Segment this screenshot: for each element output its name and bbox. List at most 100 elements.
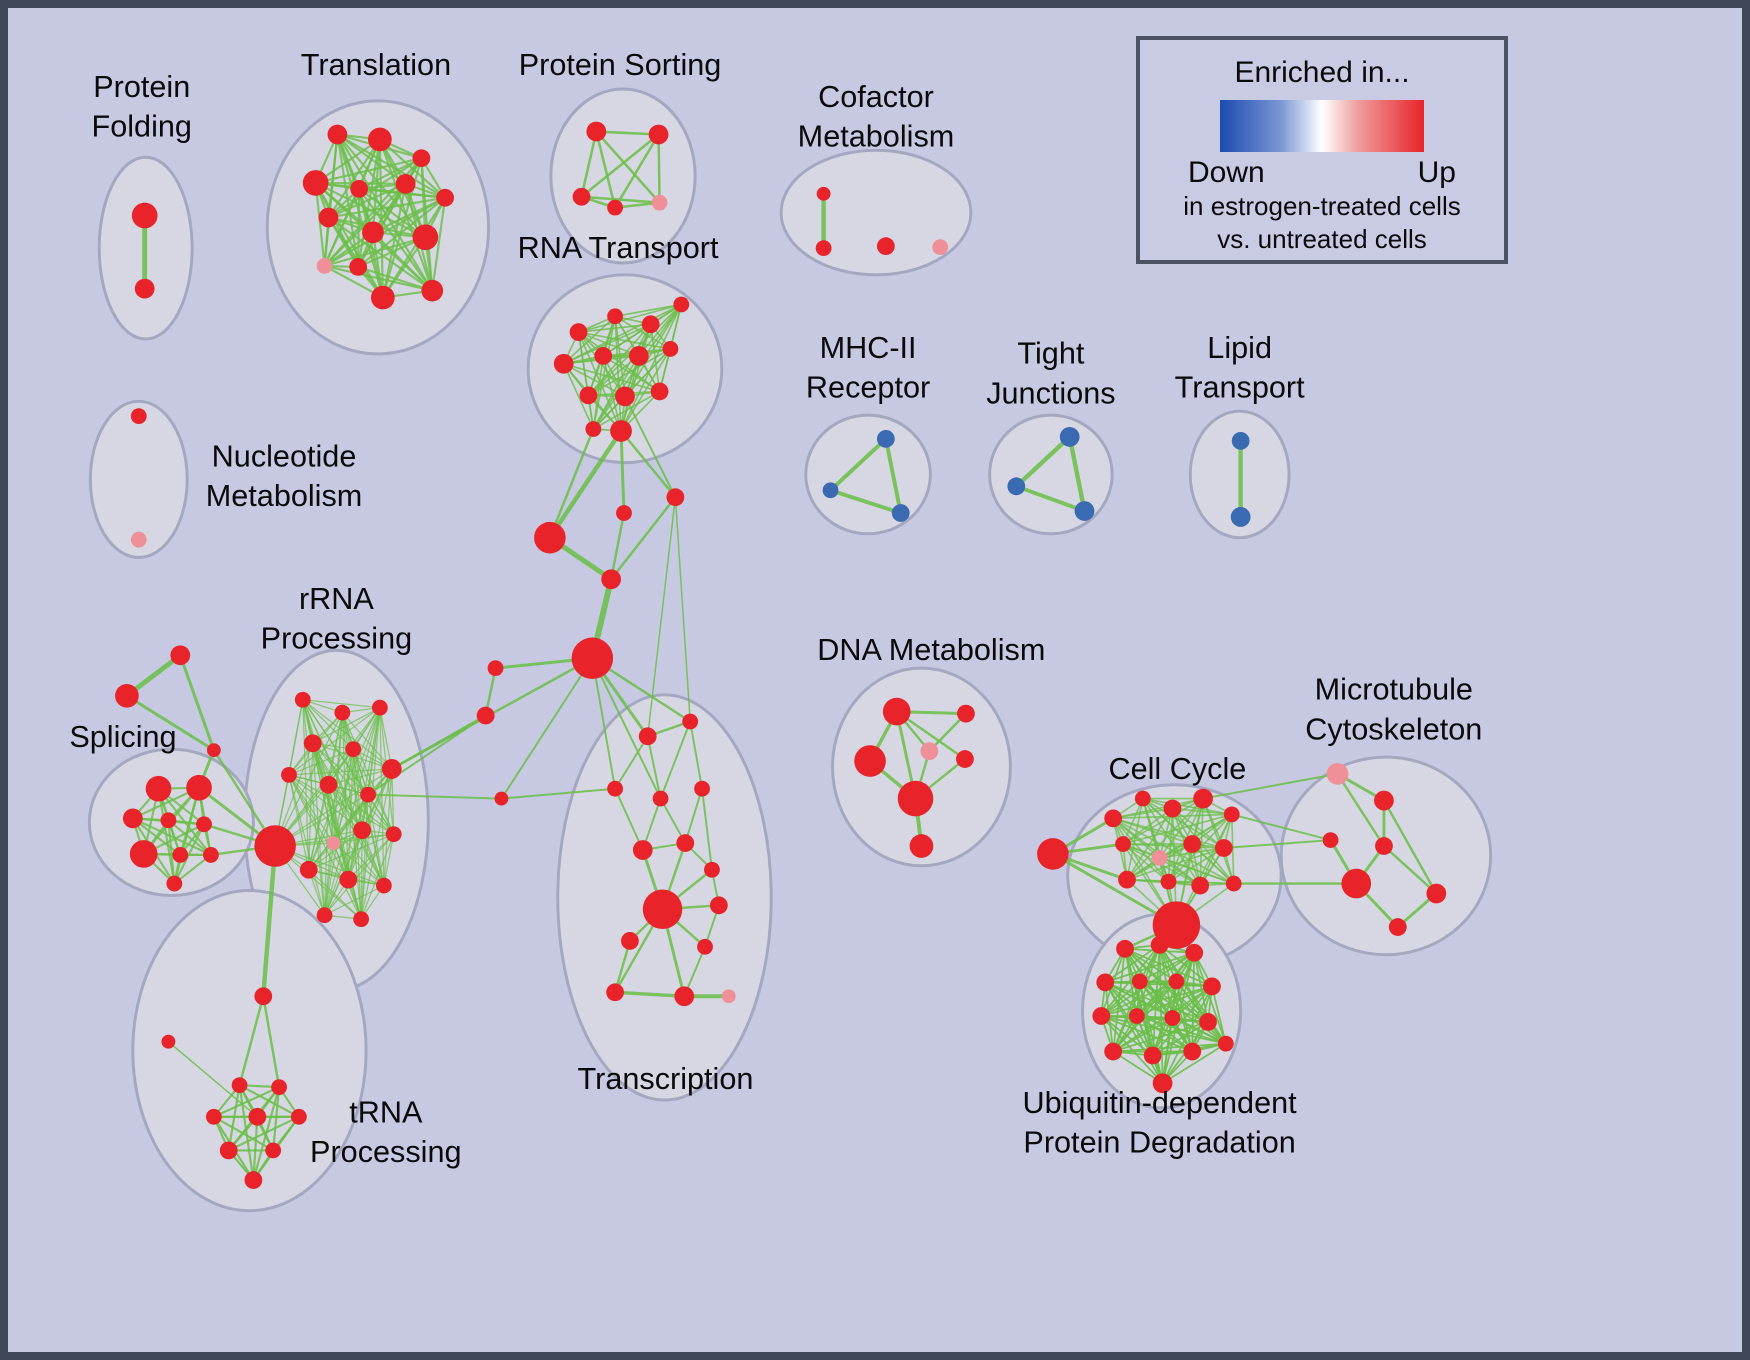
node-rr12 xyxy=(353,821,371,840)
legend-axis-labels: Down Up xyxy=(1188,156,1456,190)
legend-caption-line1: in estrogen-treated cells xyxy=(1183,191,1461,221)
edge xyxy=(609,495,677,581)
node-cc12 xyxy=(1160,873,1177,890)
edge xyxy=(614,735,649,790)
edge xyxy=(1122,797,1204,845)
node-mh1 xyxy=(876,429,895,448)
legend-caption-line2: vs. untreated cells xyxy=(1217,224,1427,254)
edge xyxy=(1138,980,1164,1085)
label-protein-sorting: Protein Sorting xyxy=(519,48,722,82)
node-rr4 xyxy=(303,734,322,753)
edge xyxy=(591,657,662,800)
edge xyxy=(613,990,686,998)
edge xyxy=(262,995,281,1089)
node-ps5 xyxy=(651,194,668,211)
edge xyxy=(308,793,369,871)
cluster-ellipse-cofactor-metabolism xyxy=(779,148,973,277)
edge xyxy=(1067,434,1087,514)
label-rna-transport: RNA Transport xyxy=(518,231,719,265)
node-cm2 xyxy=(815,240,832,257)
edge xyxy=(1122,807,1174,845)
edge xyxy=(674,496,691,723)
edge xyxy=(828,488,903,515)
node-ps3 xyxy=(572,187,591,206)
edge xyxy=(1138,951,1196,983)
edge xyxy=(592,315,616,430)
node-pf2 xyxy=(134,278,155,299)
edge xyxy=(323,833,395,916)
node-mt7 xyxy=(1388,918,1407,936)
node-tc4 xyxy=(652,790,669,807)
edge xyxy=(327,196,447,219)
node-rt2 xyxy=(607,308,623,325)
edge xyxy=(288,774,385,887)
edge xyxy=(637,303,683,357)
edge xyxy=(308,869,362,920)
node-ub1 xyxy=(1116,939,1134,958)
edge xyxy=(1104,943,1161,984)
edge xyxy=(367,793,503,800)
node-tr6 xyxy=(395,174,416,194)
node-ub16 xyxy=(1152,1073,1173,1094)
edge xyxy=(312,742,385,887)
node-tc7 xyxy=(676,834,695,852)
node-cm1 xyxy=(816,186,831,201)
edge xyxy=(332,842,385,887)
edge xyxy=(1112,1017,1174,1053)
node-nm1 xyxy=(130,408,147,425)
node-bk6 xyxy=(487,660,504,677)
edge xyxy=(314,181,326,268)
node-tr3 xyxy=(412,149,431,168)
node-rr5 xyxy=(345,741,362,758)
edge xyxy=(1100,985,1213,1017)
edge xyxy=(595,130,660,136)
edge xyxy=(1193,951,1209,1023)
edge xyxy=(1230,813,1332,842)
node-mt6 xyxy=(1426,883,1447,904)
edge xyxy=(562,315,616,365)
edge xyxy=(548,427,595,539)
node-rr9 xyxy=(360,786,376,803)
node-rt13 xyxy=(585,421,602,437)
node-ub12 xyxy=(1104,1042,1123,1061)
edge xyxy=(341,711,393,770)
cluster-ellipse-tight-junctions xyxy=(988,413,1114,536)
edge xyxy=(327,784,335,844)
node-dm3 xyxy=(854,745,886,777)
node-rr18 xyxy=(353,911,370,928)
edge xyxy=(1126,797,1144,881)
edge xyxy=(1161,1017,1174,1085)
edge xyxy=(308,829,363,871)
node-rt4 xyxy=(673,296,690,313)
edge xyxy=(302,699,381,709)
edge xyxy=(314,138,381,185)
edge xyxy=(238,1084,255,1182)
node-ps2 xyxy=(648,124,669,145)
edge xyxy=(1222,839,1332,849)
edge xyxy=(562,362,595,430)
edge xyxy=(288,768,393,776)
node-tc6 xyxy=(632,840,653,860)
node-tr8 xyxy=(318,207,339,228)
edge xyxy=(167,1040,259,1118)
edge xyxy=(602,355,661,393)
node-tj1 xyxy=(1059,427,1080,447)
node-tc9 xyxy=(642,889,683,930)
edge xyxy=(1122,797,1144,845)
edge xyxy=(1336,772,1386,848)
edge xyxy=(1151,1021,1209,1057)
edge xyxy=(323,264,434,292)
edge xyxy=(614,315,622,432)
edge xyxy=(308,784,330,871)
edge xyxy=(1014,484,1087,513)
edge xyxy=(125,694,216,752)
edge xyxy=(1100,1015,1227,1045)
node-rt8 xyxy=(662,341,679,357)
node-tc1 xyxy=(638,727,657,746)
node-tc15 xyxy=(721,989,736,1004)
node-tn2 xyxy=(161,1034,176,1049)
node-tc14 xyxy=(674,986,695,1007)
